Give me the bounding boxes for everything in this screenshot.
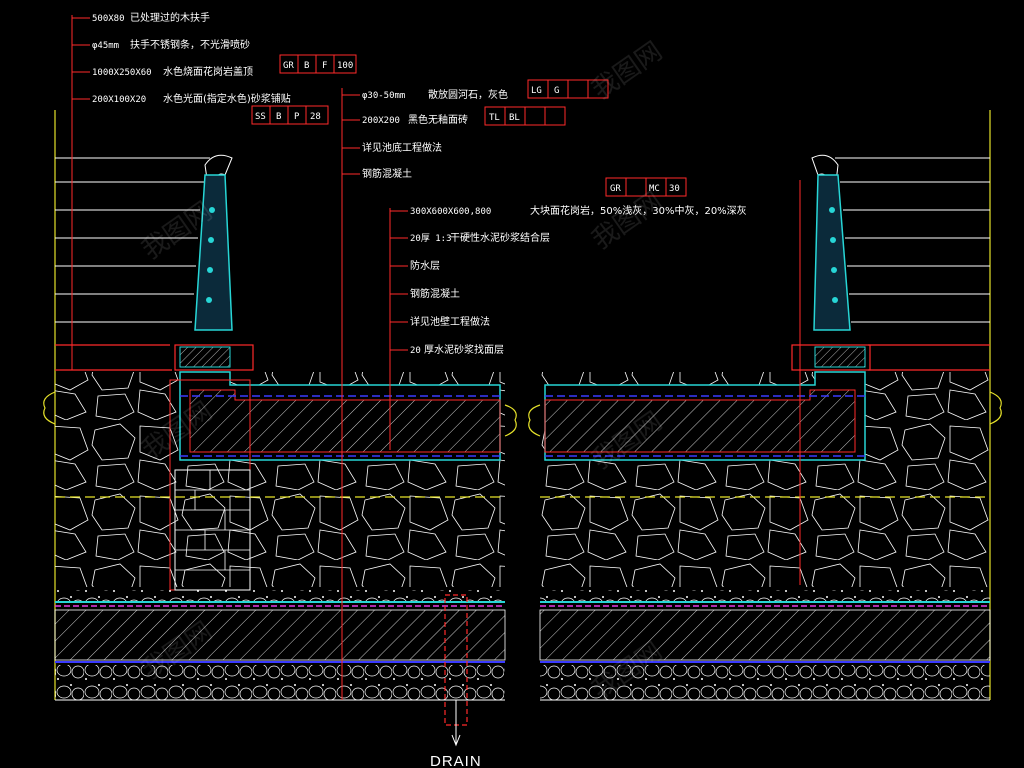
svg-text:P: P xyxy=(294,112,300,122)
note-text: 钢筋混凝土 xyxy=(362,167,412,180)
note-dim: 300X600X600,800 xyxy=(410,207,491,217)
left-railing xyxy=(55,154,233,331)
svg-text:BL: BL xyxy=(509,113,520,123)
floor-layers xyxy=(54,590,991,701)
note-text: 水色烧面花岗岩盖顶 xyxy=(163,65,253,78)
svg-text:LG: LG xyxy=(531,86,542,96)
material-code-box: TL BL xyxy=(484,106,566,126)
note-dim: 1000X250X60 xyxy=(92,68,152,78)
note-text: 扶手不锈钢条，不光滑喷砂 xyxy=(130,38,250,51)
note-dim: 200X200 xyxy=(362,116,400,126)
note-dim: 200X100X20 xyxy=(92,95,146,105)
leader-lines xyxy=(71,15,801,700)
drain-pipe xyxy=(444,594,468,747)
svg-text:G: G xyxy=(554,86,559,96)
notes-top-left: 500X80 已处理过的木扶手 φ45mm 扶手不锈钢条，不光滑喷砂 1000X… xyxy=(92,11,291,105)
svg-text:SS: SS xyxy=(255,112,266,122)
notes-center: φ30-50mm 散放圆河石，灰色 200X200 黑色无釉面砖 详见池底工程做… xyxy=(362,88,508,180)
svg-text:28: 28 xyxy=(310,112,321,122)
note-text: 水色光面(指定水色)砂浆铺贴 xyxy=(163,92,291,105)
notes-right: 300X600X600,800 大块面花岗岩，50%浅灰，30%中灰，20%深灰… xyxy=(410,204,747,356)
watermark: 我图网 xyxy=(587,36,668,105)
note-text: 散放圆河石，灰色 xyxy=(428,88,508,101)
svg-text:30: 30 xyxy=(669,184,680,194)
note-text: 钢筋混凝土 xyxy=(410,287,460,300)
note-dim: φ45mm xyxy=(92,41,119,51)
drain-label: DRAIN xyxy=(430,753,482,768)
material-code-box: GR MC 30 xyxy=(605,177,687,197)
right-railing xyxy=(811,154,990,331)
material-code-box: GR B F 100 xyxy=(279,54,357,74)
note-dim: 20厚 1:3 xyxy=(410,233,452,244)
note-text: 黑色无釉面砖 xyxy=(408,113,468,126)
note-text: 大块面花岗岩，50%浅灰，30%中灰，20%深灰 xyxy=(530,204,747,217)
note-text: 详见池底工程做法 xyxy=(362,141,442,154)
svg-text:GR: GR xyxy=(610,184,621,194)
svg-text:B: B xyxy=(276,112,281,122)
watermark: 我图网 xyxy=(587,186,668,255)
material-code-box: SS B P 28 xyxy=(251,105,329,125)
note-dim: φ30-50mm xyxy=(362,91,405,101)
note-text: 厚水泥砂浆找面层 xyxy=(424,343,504,356)
pool-slab-left xyxy=(169,371,501,591)
coping-left xyxy=(174,344,254,371)
note-text: 详见池壁工程做法 xyxy=(410,315,490,328)
note-text: 干硬性水泥砂浆结合层 xyxy=(450,231,550,244)
material-code-box: LG G xyxy=(527,79,609,99)
svg-text:TL: TL xyxy=(489,113,500,123)
svg-text:GR: GR xyxy=(283,61,294,71)
svg-text:B: B xyxy=(304,61,309,71)
pool-slab-right xyxy=(544,371,866,461)
note-dim: 20 xyxy=(410,346,421,356)
note-dim: 500X80 xyxy=(92,14,125,24)
material-code-group: GR B F 100 SS B P 28 LG G TL BL GR MC 30 xyxy=(251,54,687,197)
svg-text:100: 100 xyxy=(337,61,353,71)
note-text: 防水层 xyxy=(410,259,440,272)
svg-text:MC: MC xyxy=(649,184,660,194)
coping-right xyxy=(791,344,871,371)
svg-text:F: F xyxy=(322,61,327,71)
note-text: 已处理过的木扶手 xyxy=(130,11,210,24)
